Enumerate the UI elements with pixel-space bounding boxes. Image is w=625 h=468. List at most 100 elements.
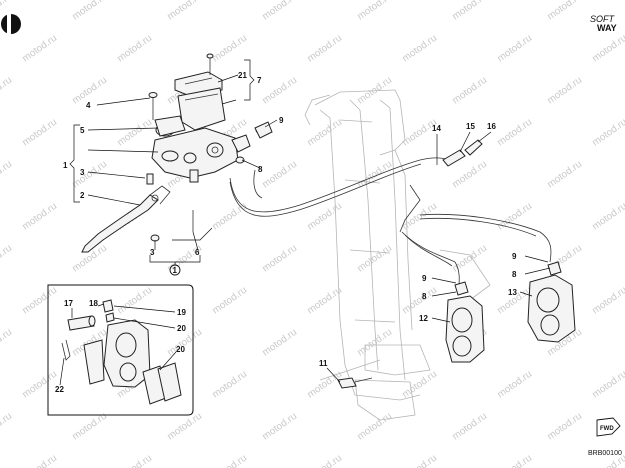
callout-9c: 9: [512, 252, 517, 261]
right-caliper: [527, 261, 576, 343]
watermark-text: motod.ru: [450, 243, 489, 275]
watermark-text: motod.ru: [545, 411, 584, 443]
callout-6: 6: [195, 248, 200, 257]
watermark-text: motod.ru: [210, 201, 249, 233]
callout-17: 18: [89, 299, 98, 308]
watermark-text: motod.ru: [70, 0, 109, 22]
callout-circled-1: 1: [169, 264, 181, 276]
watermark-text: motod.ru: [545, 75, 584, 107]
watermark-text: motod.ru: [260, 243, 299, 275]
watermark-text: motod.ru: [450, 159, 489, 191]
watermark-text: motod.ru: [0, 159, 14, 191]
watermark-text: motod.ru: [495, 117, 534, 149]
watermark-text: motod.ru: [590, 117, 625, 149]
callout-9: 9: [279, 116, 284, 125]
watermark-text: motod.ru: [400, 33, 439, 65]
fitting-14-15: [442, 139, 483, 167]
inset-panel: [47, 284, 194, 416]
watermark-text: motod.ru: [165, 411, 204, 443]
watermark-text: motod.ru: [305, 285, 344, 317]
watermark-text: motod.ru: [20, 369, 59, 401]
callout-9b: 9: [422, 274, 427, 283]
callout-8b: 8: [422, 292, 427, 301]
watermark-text: motod.ru: [495, 33, 534, 65]
callout-8: 8: [258, 165, 263, 174]
callout-13: 14: [432, 124, 441, 133]
master-cylinder-body: [151, 127, 239, 179]
watermark-text: motod.ru: [70, 159, 109, 191]
watermark-text: motod.ru: [0, 327, 14, 359]
callout-19: 20: [177, 324, 186, 333]
callout-14: 15: [466, 122, 475, 131]
watermark-text: motod.ru: [355, 243, 394, 275]
watermark-text: motod.ru: [545, 159, 584, 191]
watermark-text: motod.ru: [70, 411, 109, 443]
watermark-text: motod.ru: [0, 411, 14, 443]
watermark-text: motod.ru: [590, 369, 625, 401]
bleed-bolt-9: [254, 121, 273, 139]
callout-labels: 5 1 3 2 4 21 7 9 8 3 6 1 14 15 16 9 8 13…: [55, 71, 517, 394]
fwd-label: FWD: [600, 426, 614, 432]
watermark-text: motod.ru: [495, 369, 534, 401]
watermark-text: motod.ru: [590, 201, 625, 233]
callout-12: 13: [508, 288, 517, 297]
watermark-text: motod.ru: [20, 285, 59, 317]
watermark-text: motod.ru: [260, 411, 299, 443]
master-cylinder-assembly: [146, 53, 269, 185]
callout-1: 1: [63, 161, 68, 170]
watermark-text: motod.ru: [590, 33, 625, 65]
watermark-text: motod.ru: [260, 327, 299, 359]
left-caliper: [445, 281, 485, 363]
watermark-text: motod.ru: [115, 453, 154, 468]
brand-logo: [1, 14, 21, 34]
callout-3: 3: [80, 168, 85, 177]
bolt-10: [337, 377, 373, 389]
watermark-text: motod.ru: [495, 453, 534, 468]
watermark-text: motod.ru: [115, 33, 154, 65]
callout-16: 17: [64, 299, 73, 308]
watermark-text: motod.ru: [590, 285, 625, 317]
softway-logo-text-1: SOFT: [590, 14, 616, 24]
callout-15: 16: [487, 122, 496, 131]
watermark-text: motod.ru: [260, 75, 299, 107]
watermark-text: motod.ru: [20, 453, 59, 468]
watermark-text: motod.ru: [400, 285, 439, 317]
watermark-text: motod.ru: [355, 159, 394, 191]
watermark-text: motod.ru: [20, 201, 59, 233]
callout-22: 22: [55, 385, 64, 394]
callout-18: 19: [177, 308, 186, 317]
watermark-text: motod.ru: [400, 453, 439, 468]
watermark-text: motod.ru: [210, 453, 249, 468]
watermark-text: motod.ru: [210, 285, 249, 317]
watermark-text: motod.ru: [20, 33, 59, 65]
watermark-text: motod.ru: [210, 33, 249, 65]
softway-logo: SOFT WAY: [590, 14, 617, 33]
brake-hoses: [229, 157, 552, 293]
callout-5: 5: [80, 126, 85, 135]
watermark-text: motod.ru: [450, 75, 489, 107]
watermark-text: motod.ru: [545, 0, 584, 22]
callout-2: 2: [80, 191, 85, 200]
forward-direction-tag: FWD: [596, 417, 621, 437]
frame-outline: [304, 89, 491, 421]
callout-10: 11: [319, 359, 328, 368]
watermark-text: motod.ru: [355, 411, 394, 443]
watermark-text: motod.ru: [305, 33, 344, 65]
reservoir-body: [177, 87, 226, 131]
watermark-text: motod.ru: [165, 0, 204, 22]
callout-circled-1-text: 1: [173, 266, 178, 275]
watermark-text: motod.ru: [210, 369, 249, 401]
callout-11: 12: [419, 314, 428, 323]
callout-20: 20: [176, 345, 185, 354]
watermark-text: motod.ru: [115, 117, 154, 149]
watermark-text: motod.ru: [450, 411, 489, 443]
callout-3b: 3: [150, 248, 155, 257]
callout-8c: 8: [512, 270, 517, 279]
watermark-text: motod.ru: [0, 243, 14, 275]
watermark-text: motod.ru: [355, 0, 394, 22]
diagram-code: BRB00100: [588, 450, 622, 457]
callout-7: 7: [257, 76, 262, 85]
watermark-text: motod.ru: [260, 0, 299, 22]
watermark-text: motod.ru: [305, 453, 344, 468]
